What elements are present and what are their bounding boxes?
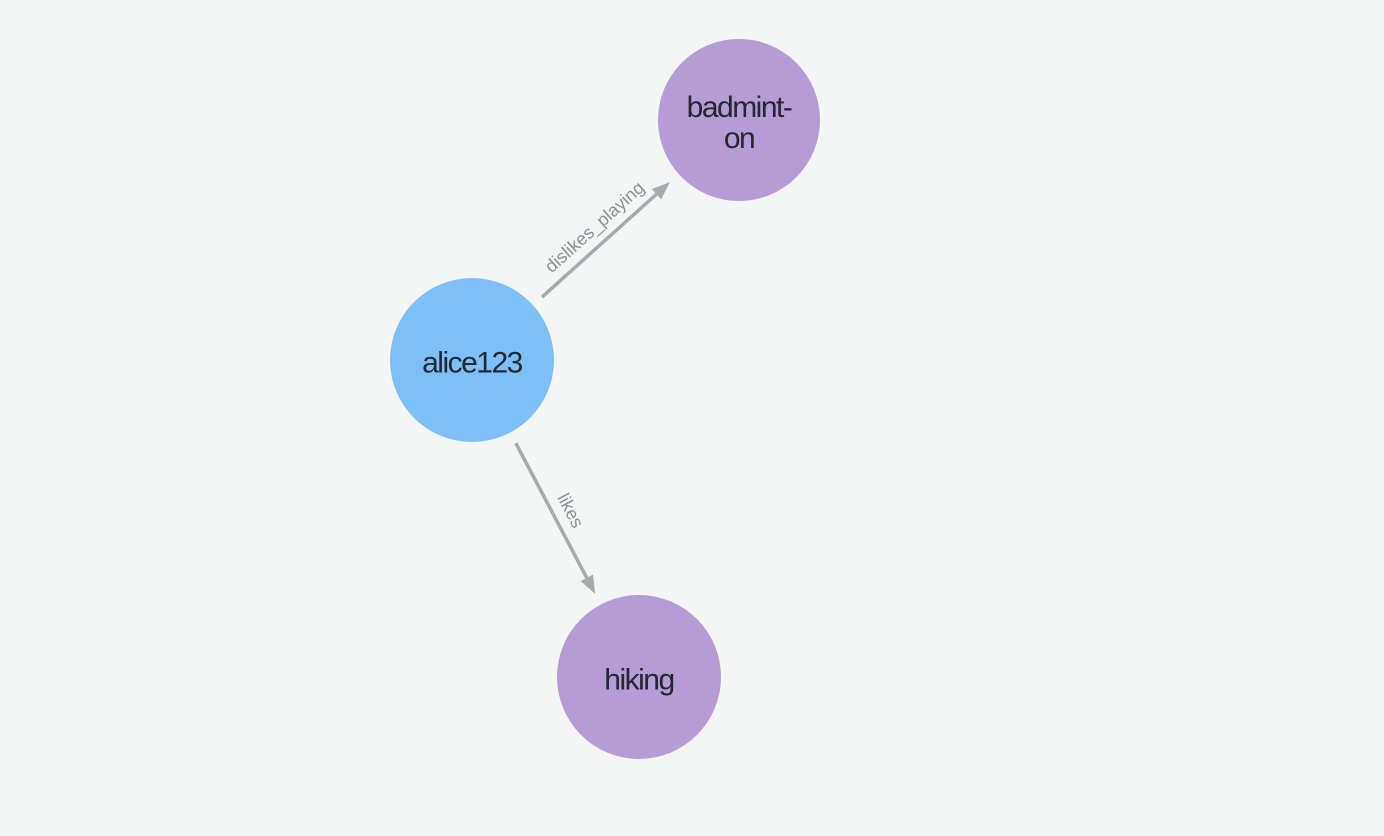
node-circle[interactable] — [390, 278, 554, 442]
edge-line — [514, 442, 590, 581]
node-alice123[interactable]: alice123 — [390, 278, 554, 442]
edge-arrowhead-icon — [651, 182, 670, 200]
node-circle[interactable] — [658, 39, 820, 201]
edge-line — [540, 191, 660, 299]
edge-alice123-hiking[interactable]: likes — [514, 442, 596, 594]
node-label: badmint- — [687, 91, 792, 124]
node-hiking[interactable]: hiking — [557, 595, 721, 759]
node-label: on — [724, 122, 754, 155]
node-badminton[interactable]: badmint-on — [658, 39, 820, 201]
node-label: alice123 — [422, 347, 523, 380]
node-label: hiking — [604, 664, 673, 697]
edge-alice123-badminton[interactable]: dislikes_playing — [540, 177, 670, 299]
node-circle[interactable] — [557, 595, 721, 759]
edge-label[interactable]: dislikes_playing — [541, 177, 649, 277]
edge-arrowhead-icon — [580, 574, 596, 594]
